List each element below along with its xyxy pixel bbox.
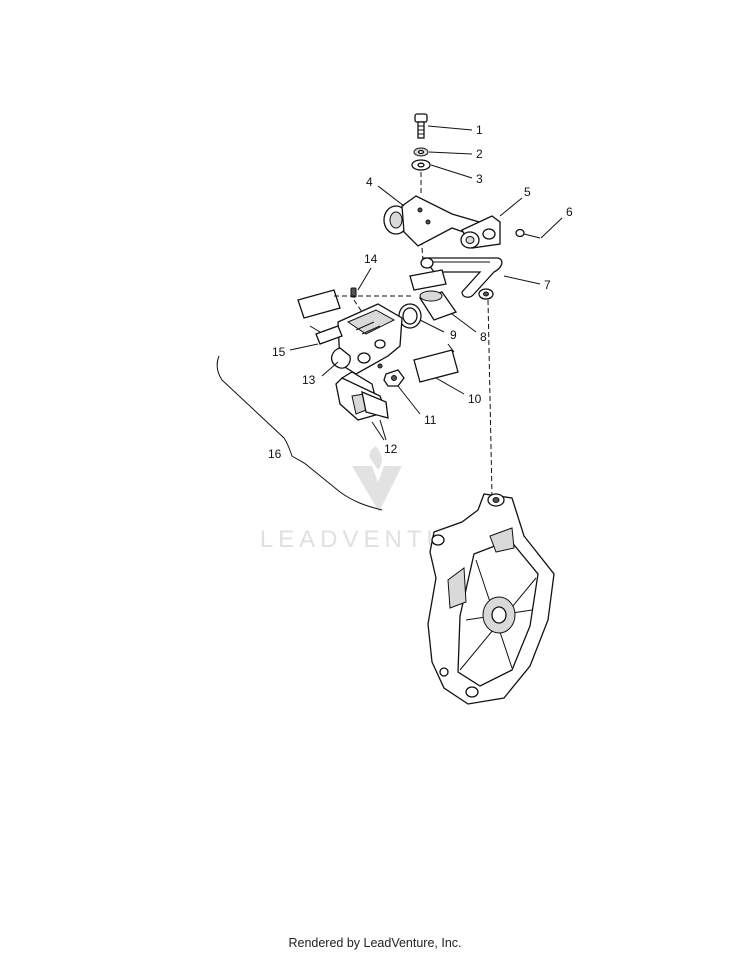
pad-shim: [297, 289, 412, 319]
callout-14: 14: [364, 252, 378, 266]
o-ring: [398, 303, 422, 329]
callout-10: 10: [468, 392, 482, 406]
callout-15: 15: [272, 345, 286, 359]
caliper-bracket: [383, 195, 501, 249]
callout-8: 8: [480, 330, 487, 344]
callout-7: 7: [544, 278, 551, 292]
brake-pads: [335, 371, 389, 421]
footer-credit: Rendered by LeadVenture, Inc.: [288, 936, 462, 950]
callout-2: 2: [476, 147, 483, 161]
callout-12: 12: [384, 442, 398, 456]
callout-3: 3: [476, 172, 483, 186]
watermark-logo: [352, 446, 402, 512]
callout-11: 11: [424, 413, 437, 427]
assembly-bracket: [216, 355, 383, 511]
callout-5: 5: [524, 185, 531, 199]
caliper-body: [309, 303, 403, 375]
callout-9: 9: [450, 328, 457, 342]
nut: [377, 363, 405, 387]
chaincase-housing: [427, 493, 555, 705]
bolt: [414, 113, 428, 139]
clevis-pin: [515, 228, 541, 239]
callout-1: 1: [476, 123, 483, 137]
callout-13: 13: [302, 373, 316, 387]
shim-plate: [413, 343, 459, 383]
brake-lever: [409, 257, 503, 300]
callout-16: 16: [268, 447, 282, 461]
callout-6: 6: [566, 205, 573, 219]
flat-washer: [411, 159, 431, 171]
callout-4: 4: [366, 175, 373, 189]
piston: [418, 290, 458, 321]
lock-washer: [413, 147, 429, 157]
